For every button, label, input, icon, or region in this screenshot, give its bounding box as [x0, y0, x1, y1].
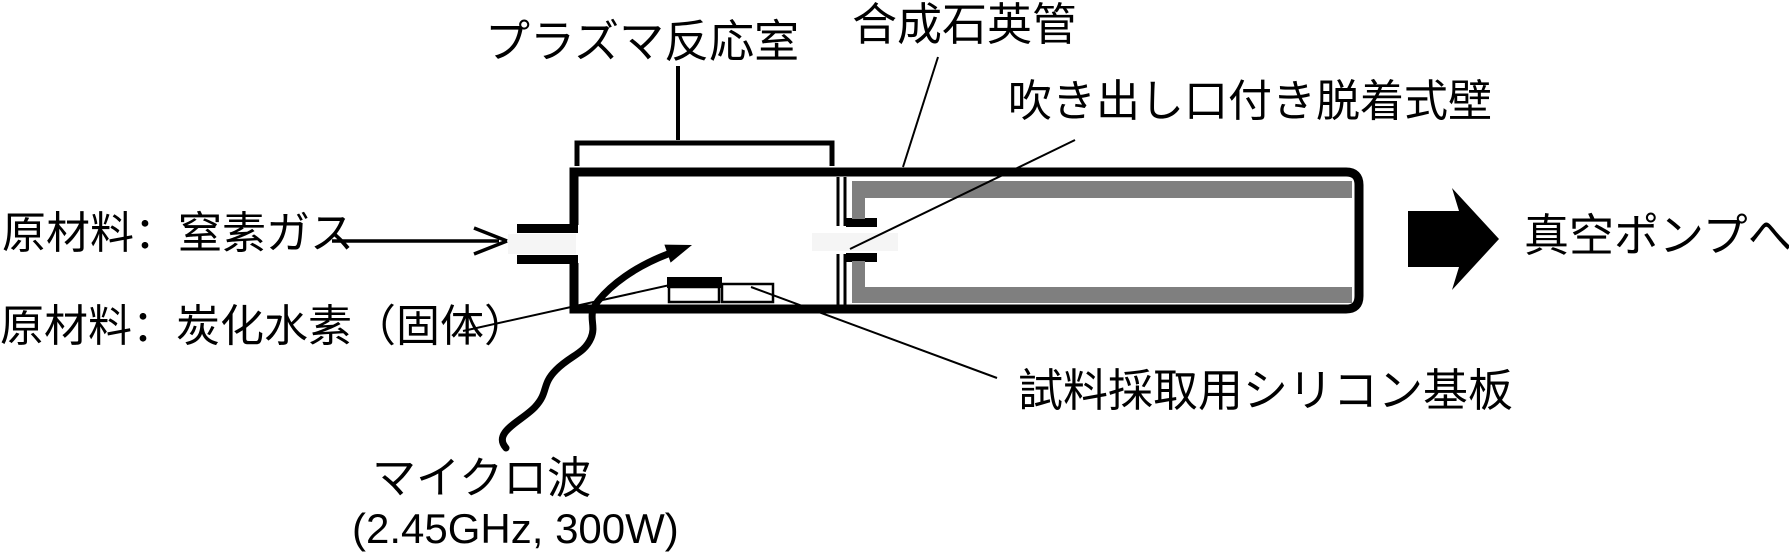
detachable-wall-label: 吹き出し口付き脱着式壁 [1008, 77, 1492, 126]
quartz-tube-lining [852, 181, 1352, 303]
nitrogen-feed-label: 原材料：窒素ガス [2, 209, 354, 258]
silicon-substrate-label: 試料採取用シリコン基板 [1018, 365, 1514, 416]
hydrocarbon-solid [667, 277, 722, 288]
plasma-chamber-bracket [574, 140, 835, 166]
hydrocarbon-feed-label: 原材料：炭化水素（固体） [0, 302, 528, 351]
microwave-wave-arrow [499, 250, 672, 452]
silicon-substrate [720, 282, 775, 304]
plasma-chamber-label: プラズマ反応室 [485, 16, 800, 67]
vacuum-pump-label: 真空ポンプへ [1524, 210, 1789, 261]
vacuum-exhaust-arrow [1408, 188, 1499, 290]
microwave-arrowhead [664, 244, 692, 263]
gas-inlet-bottom-bar [517, 255, 578, 264]
quartz-tube-leader [902, 56, 939, 168]
quartz-tube-label: 合成石英管 [852, 0, 1078, 50]
gas-flow-arrowhead-lower [473, 239, 508, 256]
detachable-wall-leader [849, 139, 1076, 250]
detachable-wall [836, 177, 877, 309]
gas-inlet-channel [508, 234, 576, 254]
substrate-leader [750, 286, 998, 379]
gas-flow-arrowhead-upper [473, 226, 508, 243]
outlet-port-channel [812, 233, 898, 251]
hydrocarbon-leader [462, 280, 689, 332]
microwave-spec-label: (2.45GHz, 300W) [352, 505, 679, 552]
microwave-label: マイクロ波 [372, 454, 592, 503]
vessel-outer-wall [569, 167, 1364, 314]
hydrocarbon-holder [667, 285, 721, 304]
gas-inlet-top-bar [517, 224, 578, 233]
